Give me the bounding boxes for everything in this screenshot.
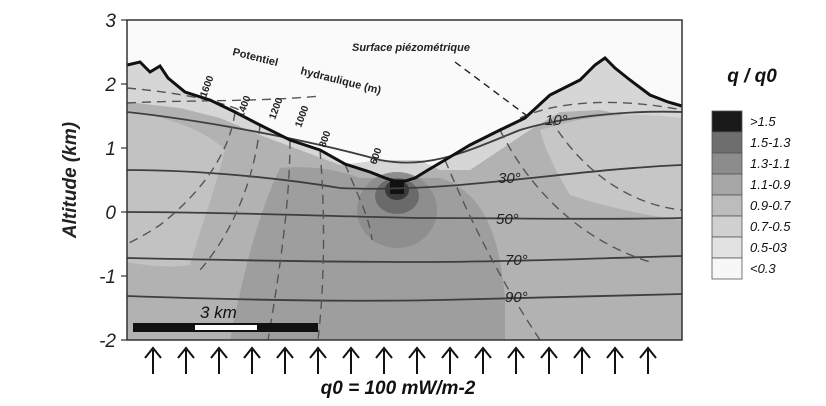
piezometric-pointer bbox=[454, 61, 531, 119]
legend-label-4: 0.9-0.7 bbox=[750, 198, 791, 213]
legend-label-7: <0.3 bbox=[750, 261, 776, 276]
potential-contour-800 bbox=[344, 163, 373, 241]
subsurface-light-band bbox=[127, 58, 682, 181]
heat-flow-arrow bbox=[639, 346, 657, 374]
isotherm-labels: 10° 30° 50° 70° 90° bbox=[496, 112, 568, 306]
y-tick-minus-1: -1 bbox=[99, 267, 116, 288]
legend-swatch-3 bbox=[711, 173, 743, 196]
legend-label-0: >1.5 bbox=[750, 114, 776, 129]
legend-swatch-4 bbox=[711, 194, 743, 217]
scale-bar: 3 km bbox=[133, 303, 318, 332]
piezometric-level bbox=[519, 101, 683, 119]
isotherm-lines bbox=[126, 110, 683, 302]
anomaly-core bbox=[390, 180, 404, 194]
y-tick-minus-2: -2 bbox=[99, 331, 116, 352]
isotherm-70 bbox=[126, 255, 683, 263]
potential-contour-left-top bbox=[126, 95, 321, 104]
isotherm-label-10: 10° bbox=[545, 112, 568, 129]
isotherm-label-90: 90° bbox=[505, 289, 528, 306]
legend-label-1: 1.5-1.3 bbox=[750, 135, 791, 150]
isotherm-50 bbox=[126, 211, 683, 220]
heat-flow-arrow bbox=[210, 346, 228, 374]
heat-flow-arrow bbox=[243, 346, 261, 374]
legend-swatch-2 bbox=[711, 152, 743, 175]
legend-label-6: 0.5-03 bbox=[750, 240, 788, 255]
legend-title: q / q0 bbox=[727, 66, 777, 87]
heat-flow-arrow bbox=[342, 346, 360, 374]
legend-swatch-1 bbox=[711, 131, 743, 154]
legend-label-2: 1.3-1.1 bbox=[750, 156, 790, 171]
legend-swatch-6 bbox=[711, 236, 743, 259]
legend-swatch-5 bbox=[711, 215, 743, 238]
legend-swatch-0 bbox=[711, 110, 743, 133]
heat-flow-arrow bbox=[276, 346, 294, 374]
potential-contour-1000 bbox=[317, 149, 325, 341]
legend-label-3: 1.1-0.9 bbox=[750, 177, 790, 192]
heat-flow-arrow bbox=[375, 346, 393, 374]
heat-flow-arrow bbox=[177, 346, 195, 374]
legend-swatch-7 bbox=[711, 257, 743, 280]
right-light-zone bbox=[540, 114, 682, 220]
heat-flow-arrow bbox=[441, 346, 459, 374]
heat-flow-arrow bbox=[309, 346, 327, 374]
isotherm-90 bbox=[126, 293, 683, 302]
heat-flow-arrow bbox=[144, 346, 162, 374]
isotherm-10 bbox=[126, 110, 683, 164]
heat-flow-arrow bbox=[606, 346, 624, 374]
y-tick-2: 2 bbox=[104, 75, 116, 96]
isotherm-label-50: 50° bbox=[496, 211, 519, 228]
potential-contour-1200 bbox=[267, 139, 291, 341]
scale-bar-label: 3 km bbox=[200, 303, 237, 322]
heat-flow-arrows bbox=[144, 346, 657, 374]
y-axis-tick-labels: 3 2 1 0 -1 -2 bbox=[99, 11, 116, 352]
heat-flow-arrow bbox=[507, 346, 525, 374]
heat-flow-label: q0 = 100 mW/m-2 bbox=[321, 378, 476, 399]
potential-contour-1400 bbox=[199, 124, 261, 271]
potential-contour-right-c bbox=[549, 117, 683, 211]
label-piezometric-surface: Surface piézométrique bbox=[352, 42, 470, 54]
legend-label-5: 0.7-0.5 bbox=[750, 219, 791, 234]
heat-flow-arrow bbox=[408, 346, 426, 374]
legend: >1.5 1.5-1.3 1.3-1.1 1.1-0.9 0.9-0.7 0.7-0.5 0… bbox=[711, 110, 791, 280]
y-axis-label: Altitude (km) bbox=[60, 122, 81, 239]
heat-flow-arrow bbox=[573, 346, 591, 374]
heat-flow-arrow bbox=[474, 346, 492, 374]
topographic-surface bbox=[126, 56, 683, 183]
left-light-zone bbox=[127, 110, 225, 267]
y-tick-3: 3 bbox=[105, 11, 116, 32]
y-tick-1: 1 bbox=[105, 139, 116, 160]
isotherm-label-30: 30° bbox=[498, 170, 521, 187]
potential-contours bbox=[126, 87, 683, 341]
plot-frame bbox=[126, 19, 683, 341]
heat-flow-arrow bbox=[540, 346, 558, 374]
piezometric-left bbox=[126, 87, 241, 111]
y-tick-0: 0 bbox=[105, 203, 116, 224]
y-axis-ticks bbox=[121, 19, 127, 341]
potential-contour-1600 bbox=[126, 111, 236, 245]
isotherm-label-70: 70° bbox=[505, 252, 528, 269]
isotherm-30 bbox=[126, 164, 683, 190]
